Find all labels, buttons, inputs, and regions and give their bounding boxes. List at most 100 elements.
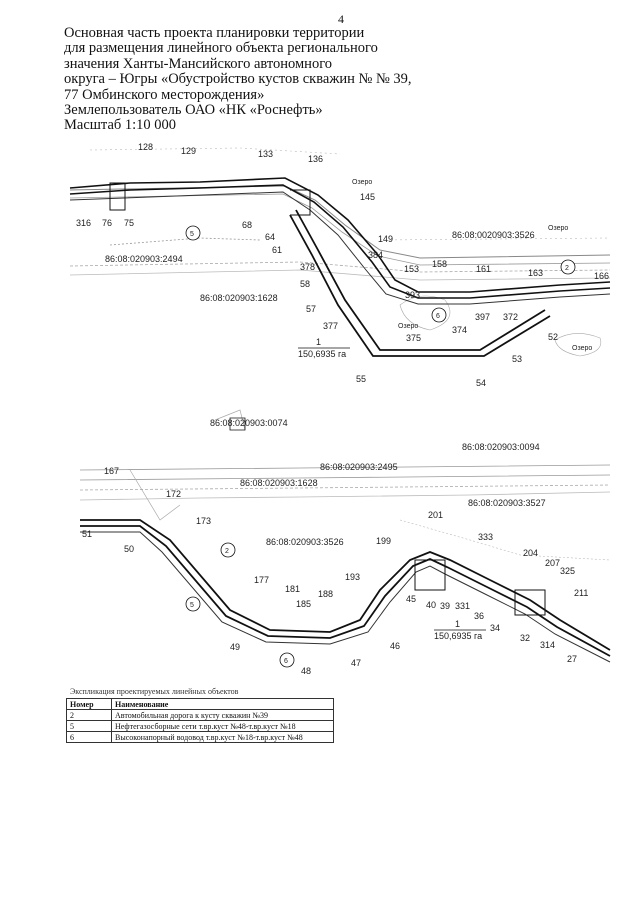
point-number: 51	[82, 529, 92, 539]
point-number: 53	[512, 354, 522, 364]
designed-corridor	[69, 191, 611, 305]
point-number: 68	[242, 220, 252, 230]
object-marker-label: 5	[190, 602, 194, 609]
point-number: 397	[475, 312, 490, 322]
legend-num: 2	[66, 709, 112, 721]
existing-road	[79, 484, 611, 491]
cadastral-number: 86:08:020903:3526	[266, 537, 344, 547]
object-marker	[185, 596, 201, 612]
object-marker	[431, 307, 447, 323]
existing-road	[79, 464, 611, 471]
cadastre-line	[129, 469, 181, 521]
point-number: 173	[196, 516, 211, 526]
point-number: 199	[376, 536, 391, 546]
point-number: 145	[360, 192, 375, 202]
point-number: 163	[528, 268, 543, 278]
point-number: 46	[390, 641, 400, 651]
title-line: значения Ханты-Мансийского автономного	[64, 55, 333, 72]
point-number: 314	[540, 640, 555, 650]
cadastral-number: 86:08:020903:2495	[320, 462, 398, 472]
point-number: 136	[308, 154, 323, 164]
object-marker	[560, 259, 576, 275]
well-pad	[229, 417, 246, 431]
legend-table: Экспликация проектируемых линейных объек…	[66, 687, 334, 743]
point-number: 333	[478, 532, 493, 542]
point-number: 45	[406, 594, 416, 604]
point-number: 204	[523, 548, 538, 558]
title-line: Основная часть проекта планировки террит…	[64, 25, 365, 41]
point-number: 378	[300, 262, 315, 272]
existing-road	[69, 193, 611, 266]
object-marker	[220, 542, 236, 558]
point-number: 27	[567, 654, 577, 664]
legend-num: 6	[66, 731, 112, 743]
designed-corridor	[69, 184, 611, 299]
object-marker	[185, 225, 201, 241]
point-number: 374	[452, 325, 467, 335]
well-pad	[514, 589, 546, 616]
point-number: 316	[76, 218, 91, 228]
bottom-point-labels: 1671721735150177181185188193199201333204…	[82, 466, 588, 676]
point-number: 158	[432, 259, 447, 269]
point-number: 149	[378, 234, 393, 244]
point-number: 207	[545, 558, 560, 568]
document-title: Основная часть проекта планировки террит…	[64, 25, 444, 134]
designed-corridor	[289, 214, 551, 357]
cadastre-line	[214, 409, 246, 431]
cadastral-number: 86:08:020903:1628	[200, 293, 278, 303]
legend-row: 2 Автомобильная дорога к кусту скважин №…	[66, 709, 334, 721]
area-numerator: 1	[316, 337, 321, 347]
designed-corridor	[295, 209, 546, 351]
legend-grid: Номер Наименование 2 Автомобильная дорог…	[66, 698, 334, 743]
point-number: 172	[166, 489, 181, 499]
point-number: 188	[318, 589, 333, 599]
point-number: 58	[300, 279, 310, 289]
legend-name: Нефтегазосборные сети т.вр.куст №48-т.вр…	[111, 720, 334, 732]
point-number: 34	[490, 623, 500, 633]
legend-name: Высоконапорный водовод т.вр.куст №18-т.в…	[111, 731, 334, 743]
legend-num: 5	[66, 720, 112, 732]
point-number: 55	[356, 374, 366, 384]
object-marker-label: 6	[436, 313, 440, 320]
lake-outline	[399, 295, 451, 331]
title-line: для размещения линейного объекта региона…	[64, 40, 378, 57]
point-number: 181	[285, 584, 300, 594]
object-marker-label: 2	[565, 265, 569, 272]
title-line: 77 Омбинского месторождения»	[64, 86, 265, 103]
point-number: 75	[124, 218, 134, 228]
area-numerator: 1	[455, 619, 460, 629]
map-top: Озеро Озеро Озеро Озеро 86:08:0020903:35…	[69, 142, 611, 388]
point-number: 211	[574, 588, 588, 598]
existing-road	[69, 261, 611, 273]
existing-road	[69, 269, 611, 281]
page-number: 4	[338, 12, 344, 26]
point-number: 40	[426, 600, 436, 610]
lake-label: Озеро	[352, 179, 372, 186]
legend-row: 5 Нефтегазосборные сети т.вр.куст №48-т.…	[66, 720, 334, 732]
point-number: 49	[230, 642, 240, 652]
point-number: 393	[405, 290, 420, 300]
well-pad	[290, 189, 311, 216]
designed-corridor	[69, 177, 611, 293]
point-number: 39	[440, 601, 450, 611]
cadastral-number: 86:08:0020903:3526	[452, 230, 535, 240]
point-number: 161	[476, 264, 491, 274]
point-number: 167	[104, 466, 119, 476]
point-number: 50	[124, 544, 134, 554]
existing-road	[79, 491, 611, 501]
title-line: Масштаб 1:10 000	[64, 117, 177, 134]
area-denominator: 150,6935 га	[298, 349, 346, 359]
point-number: 52	[548, 332, 558, 342]
point-number: 185	[296, 599, 311, 609]
designed-corridor	[80, 525, 611, 657]
object-marker	[279, 652, 295, 668]
legend-header: Наименование	[111, 698, 334, 710]
cadastral-number: 86:08:020903:1628	[240, 478, 318, 488]
object-marker-label: 2	[225, 548, 229, 555]
lake-label: Озеро	[398, 323, 418, 330]
cadastral-number: 86:08:020903:0074	[210, 418, 288, 428]
legend-header-row: Номер Наименование	[66, 698, 334, 710]
point-number: 166	[594, 271, 609, 281]
object-marker-label: 6	[284, 658, 288, 665]
